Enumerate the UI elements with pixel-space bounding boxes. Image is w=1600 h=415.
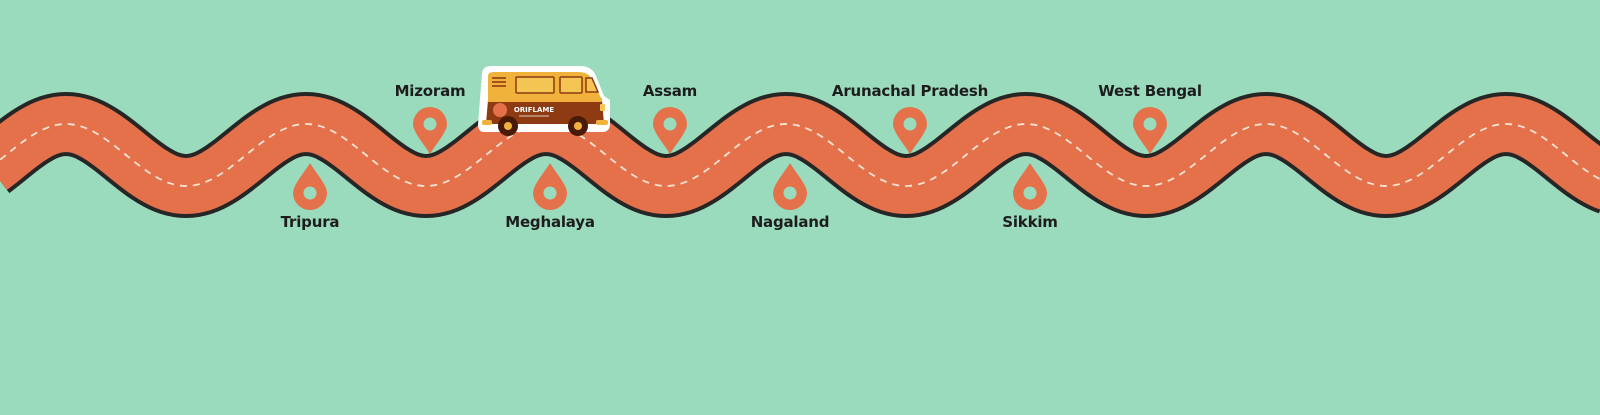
pin-hole bbox=[1023, 186, 1037, 200]
van-wheel-icon bbox=[568, 116, 588, 136]
pin-hole bbox=[783, 186, 797, 200]
location-pin-icon bbox=[893, 107, 927, 154]
location-label: Mizoram bbox=[394, 82, 466, 100]
van-bumper bbox=[482, 120, 492, 125]
van-brand-text: ORIFLAME bbox=[514, 106, 555, 114]
location-label: Tripura bbox=[280, 213, 340, 231]
location-label: Sikkim bbox=[1002, 213, 1058, 231]
location-label: Assam bbox=[642, 82, 698, 100]
van-stripe bbox=[488, 98, 602, 102]
location-label: Nagaland bbox=[750, 213, 830, 231]
pin-hole bbox=[303, 186, 317, 200]
location-pin-icon bbox=[653, 107, 687, 154]
location-label: Arunachal Pradesh bbox=[831, 82, 989, 100]
location-pin-icon bbox=[1013, 163, 1047, 210]
road-lane-marking bbox=[0, 123, 1600, 187]
van-emblem-icon bbox=[493, 103, 507, 117]
location-pin-icon bbox=[1133, 107, 1167, 154]
pin-hole bbox=[543, 186, 557, 200]
road bbox=[0, 95, 1600, 215]
pin-hole bbox=[423, 117, 437, 131]
location-pin-icon bbox=[533, 163, 567, 211]
location-pin-icon bbox=[773, 163, 807, 210]
pin-hole bbox=[1143, 117, 1157, 131]
pin-hole bbox=[663, 117, 677, 131]
van-window bbox=[559, 76, 583, 94]
van-headlight bbox=[600, 104, 605, 111]
van-vent-icon bbox=[492, 77, 506, 87]
van-wheel-icon bbox=[498, 116, 518, 136]
van-window bbox=[515, 76, 555, 94]
pin-hole bbox=[903, 117, 917, 131]
van-bumper bbox=[596, 120, 608, 125]
location-label: Meghalaya bbox=[505, 213, 595, 231]
delivery-van-icon[interactable]: ORIFLAME bbox=[478, 66, 610, 136]
location-pin-icon bbox=[413, 107, 447, 154]
location-pins bbox=[293, 107, 1167, 211]
van-windshield bbox=[585, 77, 600, 93]
location-label: West Bengal bbox=[1098, 82, 1202, 100]
location-pin-icon bbox=[293, 163, 327, 210]
